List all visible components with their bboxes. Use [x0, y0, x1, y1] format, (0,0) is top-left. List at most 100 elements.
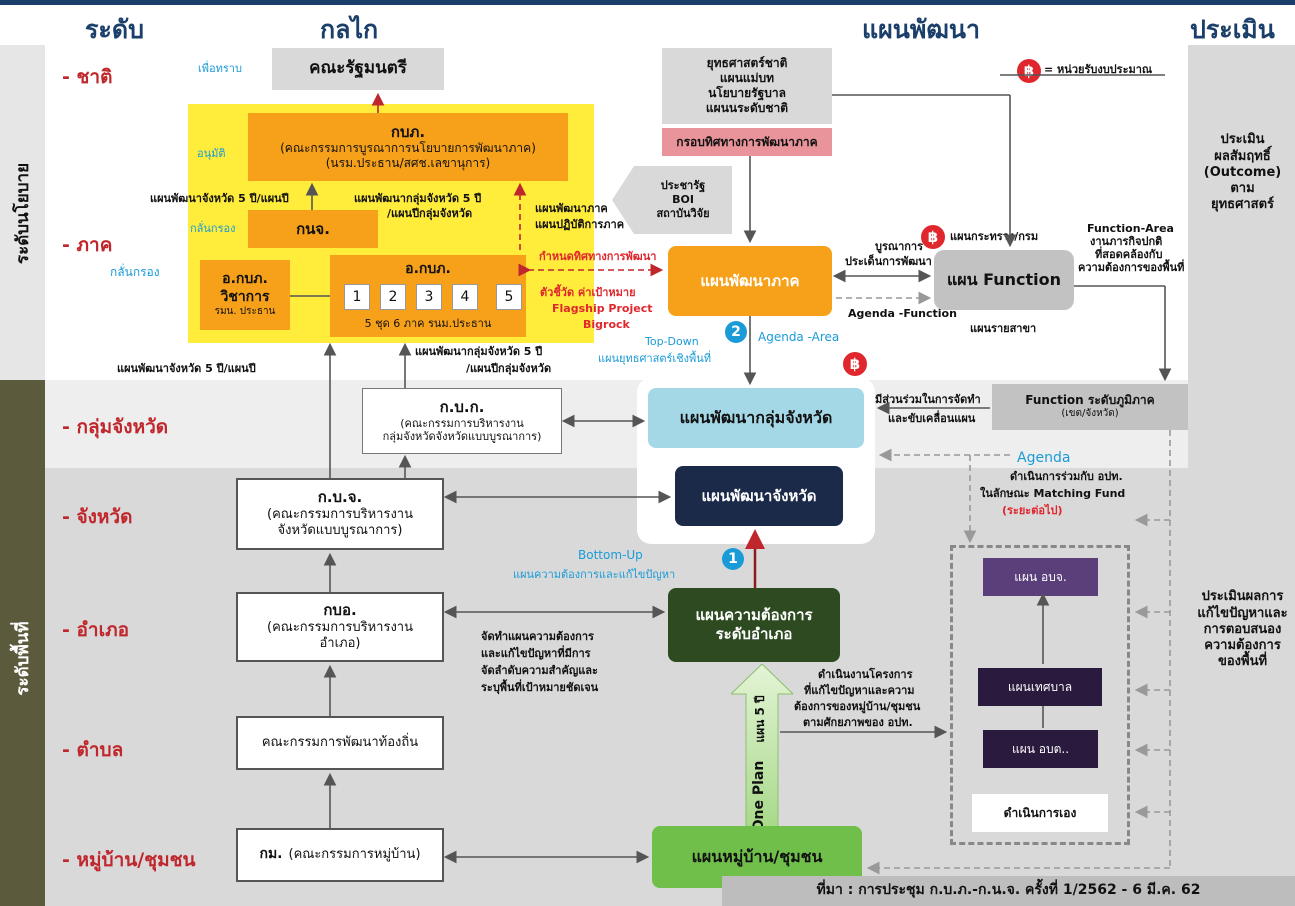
region-plan-label: แผนพัฒนาภาค [700, 271, 800, 290]
district-plan-1: แผนความต้องการ [695, 606, 813, 625]
screen-label-knj: กลั่นกรอง [190, 222, 236, 235]
flagship-label: Flagship Project [552, 302, 653, 315]
okbpk-num-5: 5 [496, 284, 522, 310]
policy-side-bar [0, 45, 45, 380]
national-2: แผนแม่บท [719, 71, 775, 85]
okbpk-academic-title: อ.กบภ. [222, 271, 268, 288]
side-label-area: ระดับพื้นที่ [13, 621, 33, 696]
eval-bottom-3: การตอบสนอง [1203, 621, 1282, 637]
matching-label-1: ดำเนินการร่วมกับ อปท. [1010, 470, 1123, 483]
function-regional-2: (เขต/จังหวัด) [1061, 408, 1119, 420]
header-evaluation: ประเมิน [1190, 15, 1275, 44]
kbo-title: กบอ. [323, 601, 357, 620]
agenda-area-label: Agenda -Area [758, 330, 840, 344]
top-down-label: Top-Down [645, 335, 699, 348]
step-1-badge: 1 [722, 548, 744, 570]
kbk-line2: กลุ่มจังหวัดจังหวัดแบบบูรณาการ) [382, 430, 542, 444]
pao-plan-box: แผน อบจ. [983, 558, 1098, 596]
evaluation-bottom: ประเมินผลการ แก้ไขปัญหาและ การตอบสนอง คว… [1190, 565, 1295, 695]
header-mechanism: กลไก [320, 15, 379, 44]
cabinet-box: คณะรัฐมนตรี [272, 48, 444, 90]
needs-plan-label: แผนความต้องการและแก้ไขปัญหา [513, 568, 676, 581]
eval-bottom-4: ความต้องการ [1204, 638, 1281, 654]
village-committee-bold: กม. [259, 846, 283, 863]
kbk-title: ก.บ.ก. [439, 397, 485, 416]
do-plan-4: ระบุพื้นที่เป้าหมายชัดเจน [481, 681, 599, 694]
side-label-area-wrap: ระดับพื้นที่ [0, 621, 95, 695]
group-plan-box: แผนพัฒนากลุ่มจังหวัด [648, 388, 864, 448]
kbj-line2: จังหวัดแบบบูรณาการ) [277, 523, 403, 539]
budget-unit-icon-group: ฿ [843, 352, 867, 376]
kbo-line2: อำเภอ) [319, 636, 361, 652]
screen-label-okbpk: กลั่นกรอง [110, 265, 160, 279]
okbpk-box: อ.กบภ. 1 2 3 4 5 5 ชุด 6 ภาค รนม.ประธาน [330, 255, 526, 337]
matching-label-3: (ระยะต่อไป) [1002, 504, 1063, 517]
plan-group-mid-label-2: /แผนปีกลุ่มจังหวัด [387, 207, 473, 220]
top-rule [0, 0, 1295, 5]
eval-bottom-1: ประเมินผลการ [1201, 589, 1284, 605]
function-area-2: งานภารกิจปกติ [1090, 235, 1163, 248]
eval-bottom-5: ของพื้นที่ [1217, 654, 1268, 670]
eval-top-2: ผลสัมฤทธิ์ [1214, 148, 1271, 164]
ministry-plan-label: แผนกระทรวง/กรม [950, 230, 1039, 243]
evaluation-column [1188, 45, 1295, 906]
municipality-plan-box: แผนเทศบาล [978, 668, 1102, 706]
national-1: ยุทธศาสตร์ชาติ [706, 56, 788, 70]
level-region: - ภาค [62, 234, 113, 256]
participate-label-2: และขับเคลื่อนแผน [888, 412, 976, 425]
okbpk-num-3: 3 [416, 284, 442, 310]
set-direction-label: กำหนดทิศทางการพัฒนา [539, 250, 657, 263]
kbk-box: ก.บ.ก. (คณะกรรมการบริหารงาน กลุ่มจังหวัด… [362, 388, 562, 454]
okbpk-num-4: 4 [452, 284, 478, 310]
for-info-label: เพื่อทราบ [198, 62, 242, 75]
agenda-label: Agenda [1017, 450, 1071, 466]
plan-region-label-1: แผนพัฒนาภาค [535, 202, 608, 215]
village-committee-rest: (คณะกรรมการหมู่บ้าน) [288, 846, 421, 862]
one-plan-arrow [731, 664, 793, 828]
kbk-line1: (คณะกรรมการบริหารงาน [400, 416, 524, 430]
project-4: ตามศักยภาพของ อปท. [803, 716, 913, 729]
okbpk-num-1: 1 [344, 284, 370, 310]
plan-province-bottom-label: แผนพัฒนาจังหวัด 5 ปี/แผนปี [117, 362, 256, 375]
bigrock-label: Bigrock [583, 318, 630, 331]
project-3: ต้องการของหมู่บ้าน/ชุมชน [794, 700, 921, 713]
national-3: นโยบายรัฐบาล [708, 86, 786, 100]
region-plan-box: แผนพัฒนาภาค [668, 246, 832, 316]
okbpk-academic-sub: วิชาการ [220, 288, 270, 305]
okbpk-num-2: 2 [380, 284, 406, 310]
national-strategy-box: ยุทธศาสตร์ชาติ แผนแม่บท นโยบายรัฐบาล แผน… [662, 48, 832, 124]
pao-plan-label: แผน อบจ. [1014, 569, 1067, 584]
province-plan-box: แผนพัฒนาจังหวัด [675, 466, 843, 526]
cabinet-label: คณะรัฐมนตรี [309, 58, 407, 79]
sao-plan-label: แผน อบต.. [1011, 741, 1070, 756]
kbpk-line2: (นรม.ประธาน/สศช.เลขานุการ) [325, 156, 491, 171]
function-area-3: ที่สอดคล้องกับ [1095, 248, 1163, 261]
function-plan-box: แผน Function [934, 250, 1074, 310]
kbpk-line1: (คณะกรรมการบูรณาการนโยบายการพัฒนาภาค) [280, 141, 536, 156]
kbj-line1: (คณะกรรมการบริหารงาน [267, 507, 413, 523]
private-1: ประชารัฐ [660, 179, 706, 193]
area-side-bar [0, 380, 45, 906]
matching-label-2: ในลักษณะ Matching Fund [980, 487, 1126, 500]
knj-label: กนจ. [296, 219, 330, 238]
district-plan-box: แผนความต้องการ ระดับอำเภอ [668, 588, 840, 662]
bottom-up-label: Bottom-Up [578, 548, 643, 562]
approve-label: อนุมัติ [197, 147, 226, 160]
header-level: ระดับ [85, 15, 144, 44]
village-plan-label: แผนหมู่บ้าน/ชุมชน [691, 847, 823, 866]
budget-unit-icon-ministry: ฿ [921, 225, 945, 249]
eval-top-3: (Outcome) [1203, 164, 1282, 180]
kbj-box: ก.บ.จ. (คณะกรรมการบริหารงาน จังหวัดแบบบู… [236, 478, 444, 550]
project-1: ดำเนินงานโครงการ [818, 668, 913, 681]
function-regional-box: Function ระดับภูมิภาค (เขต/จังหวัด) [992, 384, 1188, 430]
self-execute-box: ดำเนินการเอง [972, 794, 1108, 832]
local-committee-box: คณะกรรมการพัฒนาท้องถิ่น [236, 716, 444, 770]
municipality-plan-label: แผนเทศบาล [1007, 679, 1073, 694]
integrate-label-1: บูรณาการ [875, 240, 924, 253]
five-year-label-wrap: แผน 5 ปี [753, 679, 771, 759]
function-area-1: Function-Area [1087, 222, 1174, 235]
side-label-policy-wrap: ระดับนโยบาย [0, 163, 105, 264]
function-regional-1: Function ระดับภูมิภาค [1025, 393, 1155, 408]
function-area-4: ความต้องการของพื้นที่ [1078, 261, 1185, 274]
private-3: สถาบันวิจัย [656, 206, 710, 220]
